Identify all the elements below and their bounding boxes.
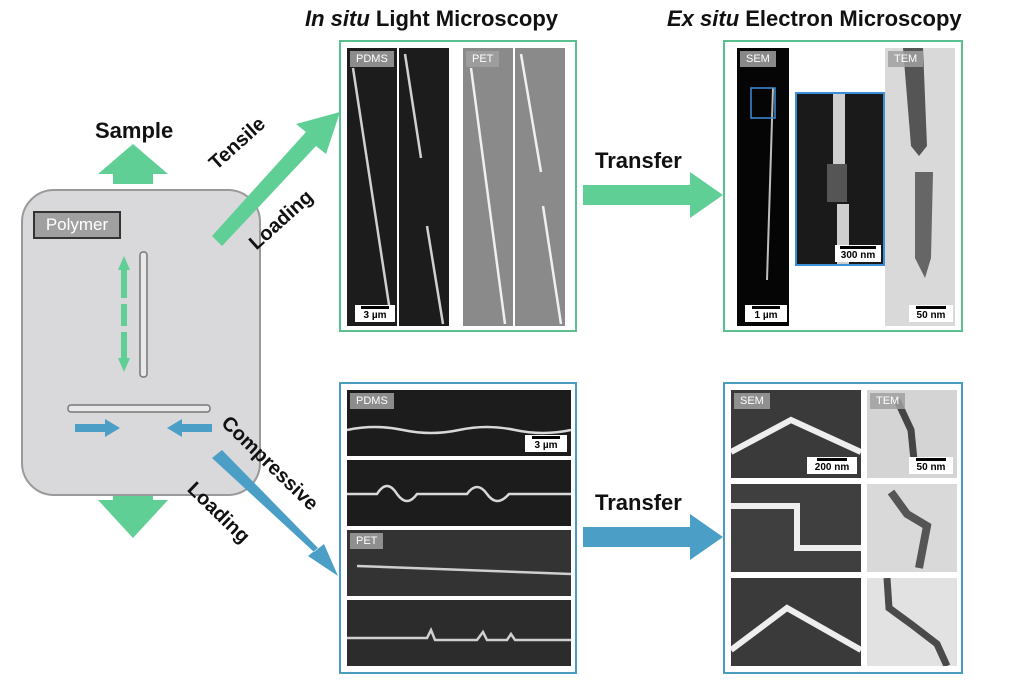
pdms-wavy-image <box>347 460 571 526</box>
rod-tension-dash <box>121 304 127 326</box>
pdms-image-1: PDMS 3 µm <box>347 48 397 326</box>
sem-image-1: SEM 200 nm <box>731 390 861 478</box>
title-rest: Electron Microscopy <box>739 6 962 31</box>
scale-bar: 300 nm <box>835 245 881 262</box>
transfer-arrow-bottom <box>583 514 723 560</box>
sem-tag: SEM <box>740 51 776 67</box>
pdms-tag: PDMS <box>350 393 394 409</box>
title-rest: Light Microscopy <box>369 6 559 31</box>
sem-tag: SEM <box>734 393 770 409</box>
title-italic: Ex situ <box>667 6 740 31</box>
in-situ-title: In situ Light Microscopy <box>305 6 558 32</box>
transfer-arrow-top <box>583 172 723 218</box>
tem-tag: TEM <box>888 51 924 67</box>
pet-straight-image: PET <box>347 530 571 596</box>
pet-tag: PET <box>466 51 500 67</box>
ex-situ-title: Ex situ Electron Microscopy <box>667 6 962 32</box>
compress-arrow-right <box>75 419 120 437</box>
title-italic: In situ <box>305 6 370 31</box>
horizontal-rod <box>67 404 211 413</box>
sample-label: Sample <box>95 118 174 143</box>
pdms-image-2 <box>399 48 449 326</box>
vertical-rod <box>139 251 148 378</box>
transfer-bottom-label: Transfer <box>595 490 682 515</box>
tem-image-2 <box>867 484 957 572</box>
compressive-light-panel: PDMS 3 µm PET <box>339 382 577 674</box>
pdms-straight-image: PDMS 3 µm <box>347 390 571 456</box>
polymer-label: Polymer <box>33 211 121 239</box>
compressive-arrow <box>212 450 338 576</box>
scale-bar: 50 nm <box>909 305 953 322</box>
compressive-electron-panel: SEM 200 nm TEM 50 nm <box>723 382 963 674</box>
tem-image: TEM 50 nm <box>885 48 955 326</box>
pet-image-1: PET <box>463 48 513 326</box>
tensile-arrow <box>212 112 340 246</box>
tem-image-3 <box>867 578 957 666</box>
sem-inset: 300 nm <box>795 92 885 266</box>
tensile-light-panel: PDMS 3 µm PET <box>339 40 577 332</box>
scale-bar: 1 µm <box>745 305 787 322</box>
up-arrow <box>98 144 168 184</box>
compress-arrow-left <box>167 419 212 437</box>
sem-image-2 <box>731 484 861 572</box>
scale-bar: 50 nm <box>909 457 953 474</box>
tem-image-1: TEM 50 nm <box>867 390 957 478</box>
scale-bar: 200 nm <box>807 457 857 474</box>
scale-bar: 3 µm <box>355 305 395 322</box>
sem-image-3 <box>731 578 861 666</box>
sem-image: SEM 1 µm <box>737 48 789 326</box>
tensile-electron-panel: SEM 1 µm 300 nm TEM 50 nm <box>723 40 963 332</box>
rod-tension-arrow-down <box>118 332 130 372</box>
tem-tag: TEM <box>870 393 906 409</box>
transfer-top-label: Transfer <box>595 148 682 173</box>
scale-bar: 3 µm <box>525 435 567 452</box>
pet-image-2 <box>515 48 565 326</box>
pdms-tag: PDMS <box>350 51 394 67</box>
rod-tension-arrow-up <box>118 256 130 298</box>
pet-fractured-image <box>347 600 571 666</box>
pet-tag: PET <box>350 533 384 549</box>
